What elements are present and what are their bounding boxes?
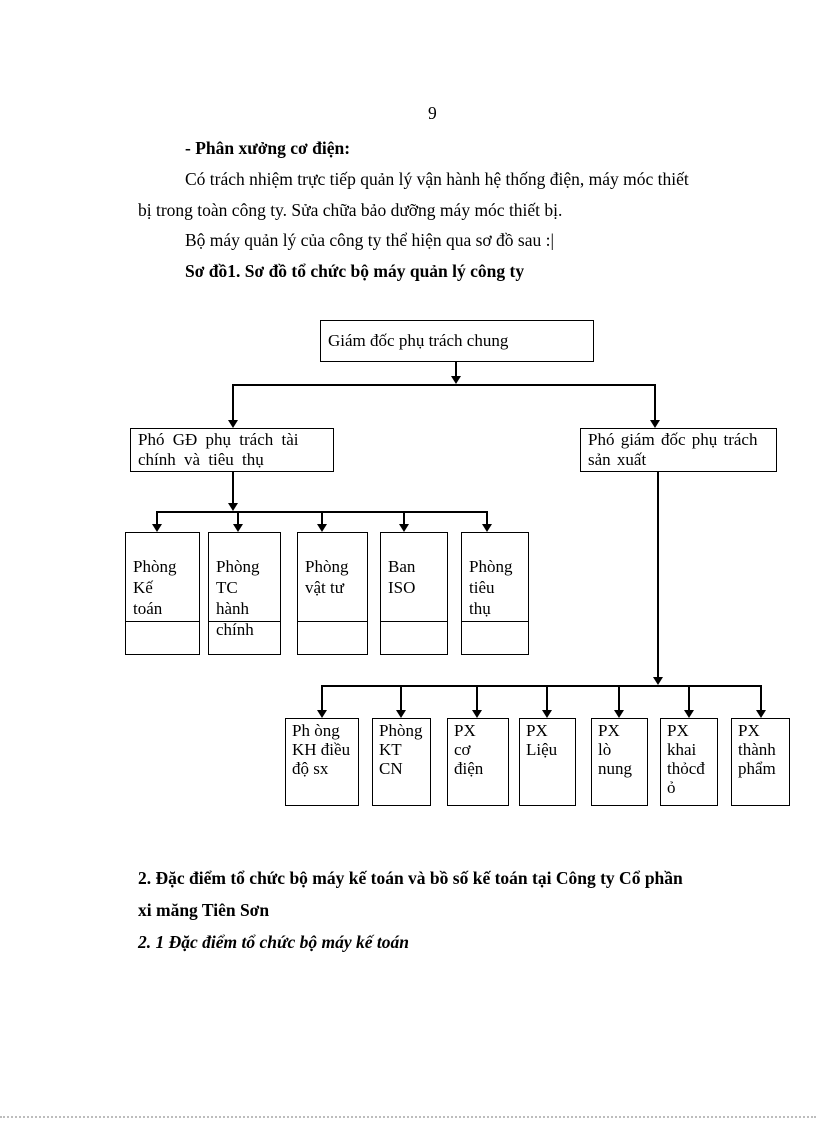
finance-dept-box: Phòng Kế toán [125, 532, 200, 655]
box-divider [209, 621, 280, 622]
finance-dept-label: Phòng Kế toán [133, 557, 177, 618]
connector-level2-rail [232, 384, 656, 386]
connector-drop [546, 685, 548, 711]
box-divider [462, 621, 528, 622]
arrowhead-down [472, 710, 482, 718]
box-divider [381, 621, 447, 622]
box-divider [126, 621, 199, 622]
arrowhead-down [684, 710, 694, 718]
page-number: 9 [428, 103, 437, 123]
connector-root-stub [455, 362, 457, 377]
arrowhead-down [451, 376, 461, 384]
connector-right-drop [654, 384, 656, 421]
connector-drop [237, 511, 239, 525]
diagram-caption: Sơ đồ1. Sơ đồ tổ chức bộ máy quản lý côn… [185, 261, 525, 281]
arrowhead-down [317, 524, 327, 532]
box-divider [298, 621, 367, 622]
connector-drop [321, 511, 323, 525]
arrowhead-down [614, 710, 624, 718]
arrowhead-down [228, 420, 238, 428]
connector-drop [618, 685, 620, 711]
section-2-heading-line-1: 2. Đặc điểm tổ chức bộ máy kế toán và bồ… [138, 868, 683, 888]
arrowhead-down [317, 710, 327, 718]
connector-drop [400, 685, 402, 711]
finance-dept-box: Phòng TC hành chính [208, 532, 281, 655]
arrowhead-down [396, 710, 406, 718]
paragraph-line-2: bị trong toàn công ty. Sửa chữa bảo dưỡn… [138, 200, 563, 220]
connector-finance-stub [232, 472, 234, 504]
management-intro-line: Bộ máy quản lý của công ty thể hiện qua … [185, 230, 555, 250]
production-dept-box: PX Liệu [519, 718, 576, 806]
arrowhead-down [650, 420, 660, 428]
production-dept-box: PX cơ điện [447, 718, 509, 806]
finance-dept-box: Phòng tiêu thụ [461, 532, 529, 655]
paragraph-line-1: Có trách nhiệm trực tiếp quản lý vận hàn… [185, 169, 689, 189]
finance-dept-label: Phòng TC hành chính [216, 557, 260, 639]
connector-drop [486, 511, 488, 525]
finance-dept-box: Ban ISO [380, 532, 448, 655]
arrowhead-down [152, 524, 162, 532]
connector-drop [760, 685, 762, 711]
connector-production-stub [657, 472, 659, 677]
arrowhead-down [542, 710, 552, 718]
production-dept-box: PX lò nung [591, 718, 648, 806]
connector-drop [321, 685, 323, 711]
finance-dept-label: Phòng vật tư [305, 557, 349, 597]
connector-production-rail [321, 685, 762, 687]
connector-drop [688, 685, 690, 711]
arrowhead-down [233, 524, 243, 532]
connector-drop [403, 511, 405, 525]
section-2-1-heading: 2. 1 Đặc điểm tổ chức bộ máy kế toán [138, 932, 410, 952]
connector-drop [476, 685, 478, 711]
deputy-finance-box: Phó GĐ phụ trách tài chính và tiêu thụ [130, 428, 334, 472]
finance-dept-label: Ban ISO [388, 557, 416, 597]
connector-drop [156, 511, 158, 525]
arrowhead-down [482, 524, 492, 532]
deputy-production-box: Phó giám đốc phụ trách sản xuất [580, 428, 777, 472]
workshop-heading: - Phân xưởng cơ điện: [185, 138, 351, 158]
finance-dept-label: Phòng tiêu thụ [469, 557, 513, 618]
arrowhead-down [756, 710, 766, 718]
arrowhead-down [653, 677, 663, 685]
arrowhead-down [399, 524, 409, 532]
bottom-dotted-rule [0, 1116, 816, 1118]
arrowhead-down [228, 503, 238, 511]
finance-dept-box: Phòng vật tư [297, 532, 368, 655]
section-2-heading-line-2: xi măng Tiên Sơn [138, 900, 270, 920]
production-dept-box: PX thành phẩm [731, 718, 790, 806]
director-box: Giám đốc phụ trách chung [320, 320, 594, 362]
production-dept-box: PX khai thỏcđ ỏ [660, 718, 718, 806]
connector-left-drop [232, 384, 234, 421]
production-dept-box: Ph òng KH điều độ sx [285, 718, 359, 806]
production-dept-box: Phòng KT CN [372, 718, 431, 806]
